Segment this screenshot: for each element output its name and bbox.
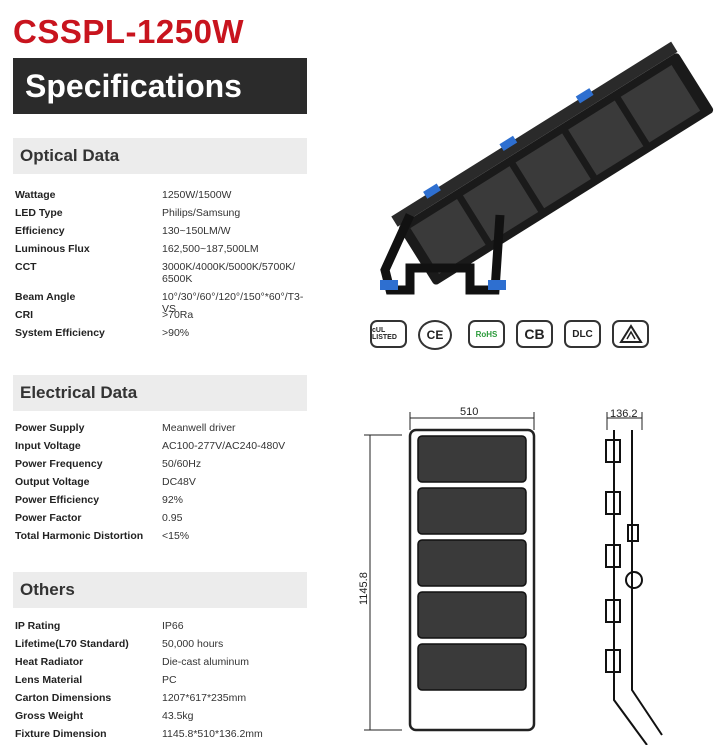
spec-value: 92% xyxy=(162,494,184,506)
led-panel xyxy=(417,487,527,535)
led-panel xyxy=(417,643,527,691)
section-optical: Optical Data xyxy=(13,138,307,174)
dlc-icon: DLC xyxy=(564,320,601,348)
spec-row: Heat Radiator Die-cast aluminum xyxy=(15,656,315,672)
spec-value: 43.5kg xyxy=(162,710,194,722)
spec-key: Input Voltage xyxy=(15,440,81,452)
floodlight-photo xyxy=(380,41,714,295)
spec-row: Power Supply Meanwell driver xyxy=(15,422,315,438)
spec-row: CRI >70Ra xyxy=(15,309,315,325)
spec-row: Output Voltage DC48V xyxy=(15,476,315,492)
spec-row: IP Rating IP66 xyxy=(15,620,315,636)
spec-value: IP66 xyxy=(162,620,184,632)
cb-icon: CB xyxy=(516,320,553,348)
spec-key: CCT xyxy=(15,261,37,273)
spec-key: Beam Angle xyxy=(15,291,76,303)
section-others: Others xyxy=(13,572,307,608)
spec-row: Power Efficiency 92% xyxy=(15,494,315,510)
spec-key: CRI xyxy=(15,309,34,321)
spec-key: Total Harmonic Distortion xyxy=(15,530,144,542)
spec-key: Power Factor xyxy=(15,512,82,524)
spec-key: Heat Radiator xyxy=(15,656,84,668)
led-panel xyxy=(417,539,527,587)
section-optical-heading: Optical Data xyxy=(20,146,120,165)
spec-key: System Efficiency xyxy=(15,327,105,339)
led-panel xyxy=(417,435,527,483)
section-others-heading: Others xyxy=(20,580,75,599)
spec-key: Carton Dimensions xyxy=(15,692,112,704)
dimension-drawing: 510 136.2 1145.8 xyxy=(358,406,663,745)
dim-width-label: 510 xyxy=(460,406,478,418)
spec-row: Lens Material PC xyxy=(15,674,315,690)
spec-key: Power Frequency xyxy=(15,458,103,470)
spec-key: Lifetime(L70 Standard) xyxy=(15,638,129,650)
spec-value: 50/60Hz xyxy=(162,458,202,470)
ce-icon: CE xyxy=(418,320,452,350)
spec-row: Total Harmonic Distortion <15% xyxy=(15,530,315,546)
spec-value: Meanwell driver xyxy=(162,422,236,434)
rcm-icon xyxy=(612,320,649,348)
spec-key: Output Voltage xyxy=(15,476,90,488)
spec-key: Wattage xyxy=(15,189,56,201)
spec-row: Wattage 1250W/1500W xyxy=(15,189,315,205)
spec-value: Die-cast aluminum xyxy=(162,656,249,668)
spec-key: LED Type xyxy=(15,207,63,219)
spec-key: IP Rating xyxy=(15,620,61,632)
spec-row: Fixture Dimension 1145.8*510*136.2mm xyxy=(15,728,315,744)
spec-key: Fixture Dimension xyxy=(15,728,107,740)
spec-key: Gross Weight xyxy=(15,710,84,722)
spec-row: System Efficiency >90% xyxy=(15,327,315,343)
spec-row: Carton Dimensions 1207*617*235mm xyxy=(15,692,315,708)
spec-value: AC100-277V/AC240-480V xyxy=(162,440,286,452)
spec-row: Efficiency 130~150LM/W xyxy=(15,225,315,241)
specifications-banner: Specifications xyxy=(13,58,307,114)
spec-value: 3000K/4000K/5000K/5700K/ 6500K xyxy=(162,261,296,285)
spec-row: Power Frequency 50/60Hz xyxy=(15,458,315,474)
dim-depth-label: 136.2 xyxy=(610,408,638,420)
spec-value: Philips/Samsung xyxy=(162,207,241,219)
spec-value: PC xyxy=(162,674,177,686)
spec-value: <15% xyxy=(162,530,190,542)
product-title: CSSPL-1250W xyxy=(13,13,245,50)
spec-row: Lifetime(L70 Standard) 50,000 hours xyxy=(15,638,315,654)
spec-row: Luminous Flux 162,500~187,500LM xyxy=(15,243,315,259)
spec-value: 162,500~187,500LM xyxy=(162,243,259,255)
spec-value: 1207*617*235mm xyxy=(162,692,247,704)
spec-value: 0.95 xyxy=(162,512,183,524)
spec-row: Power Factor 0.95 xyxy=(15,512,315,528)
dim-height-label: 1145.8 xyxy=(358,572,370,605)
rohs-icon: RoHS xyxy=(468,320,505,348)
spec-key: Power Efficiency xyxy=(15,494,100,506)
spec-value: 1145.8*510*136.2mm xyxy=(162,728,263,740)
led-panel xyxy=(417,591,527,639)
spec-value: DC48V xyxy=(162,476,196,488)
banner-label: Specifications xyxy=(25,68,242,104)
section-electrical: Electrical Data xyxy=(13,375,307,411)
spec-key: Efficiency xyxy=(15,225,65,237)
spec-value: >90% xyxy=(162,327,190,339)
spec-row: CCT 3000K/4000K/5000K/5700K/ 6500K xyxy=(15,261,315,285)
spec-row: Gross Weight 43.5kg xyxy=(15,710,315,726)
spec-value: 130~150LM/W xyxy=(162,225,231,237)
spec-row: Beam Angle 10°/30°/60°/120°/150°*60°/T3-V… xyxy=(15,291,315,315)
spec-key: Power Supply xyxy=(15,422,85,434)
cul-listed-icon: cUL LISTED xyxy=(370,320,407,348)
spec-value: >70Ra xyxy=(162,309,194,321)
spec-value: 10°/30°/60°/120°/150°*60°/T3-VS xyxy=(162,291,304,315)
spec-row: Input Voltage AC100-277V/AC240-480V xyxy=(15,440,315,456)
spec-value: 50,000 hours xyxy=(162,638,224,650)
section-electrical-heading: Electrical Data xyxy=(20,383,138,402)
spec-row: LED Type Philips/Samsung xyxy=(15,207,315,223)
spec-key: Lens Material xyxy=(15,674,83,686)
spec-value: 1250W/1500W xyxy=(162,189,232,201)
spec-key: Luminous Flux xyxy=(15,243,90,255)
